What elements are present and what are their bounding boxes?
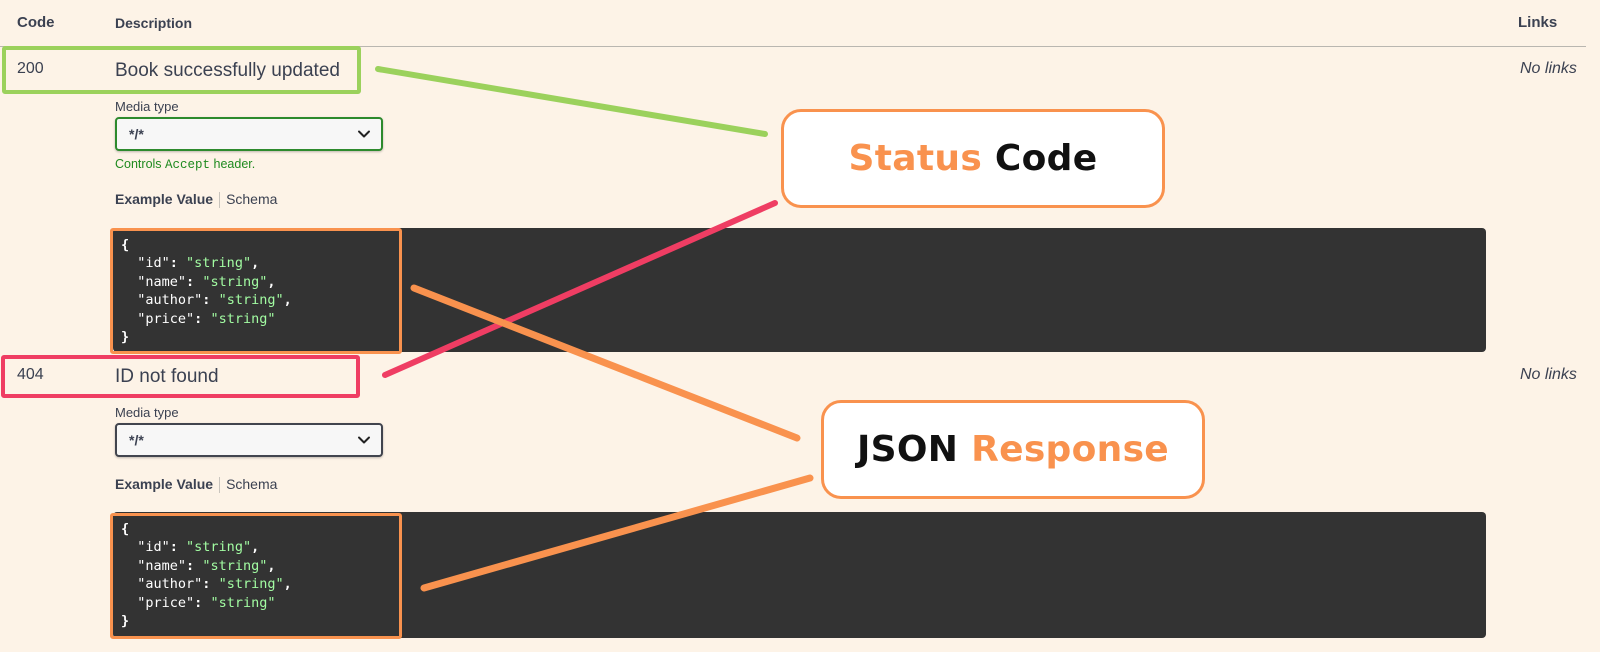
json-body-404: { "id": "string", "name": "string", "aut… — [121, 521, 292, 630]
example-tabs-404: Example Value Schema — [115, 476, 278, 494]
column-header-code: Code — [17, 14, 55, 31]
json-value-id: "string" — [186, 539, 252, 556]
highlight-box-status-404 — [1, 355, 360, 398]
response-description-200: Book successfully updated — [115, 60, 340, 81]
json-value-name: "string" — [202, 273, 268, 290]
callout-status-code: Status Code — [781, 109, 1165, 208]
json-key-id: "id" — [137, 255, 170, 272]
json-comma: , — [283, 576, 292, 593]
response-links-404: No links — [1520, 366, 1577, 383]
json-comma: , — [267, 273, 276, 290]
json-value-name: "string" — [202, 557, 268, 574]
callout-status-word: Status — [848, 138, 983, 179]
media-type-select-404[interactable]: */* — [115, 423, 383, 457]
connector-orange-bottom — [420, 474, 814, 592]
callout-json-response: JSON Response — [821, 400, 1205, 499]
json-value-price: "string" — [210, 594, 276, 611]
chevron-down-icon — [358, 130, 370, 138]
json-key-price: "price" — [137, 310, 195, 327]
highlight-box-json-404 — [110, 513, 402, 639]
tab-example-value-200[interactable]: Example Value — [115, 191, 214, 207]
json-value-id: "string" — [186, 255, 252, 272]
tab-separator — [219, 192, 221, 209]
json-open-brace: { — [121, 521, 130, 537]
json-value-price: "string" — [210, 310, 276, 327]
example-json-block-200: { "id": "string", "name": "string", "aut… — [113, 228, 1486, 352]
highlight-box-status-200 — [2, 46, 361, 94]
tab-schema-200[interactable]: Schema — [226, 191, 278, 207]
connector-red — [382, 200, 778, 378]
callout-json-word: JSON — [856, 429, 959, 470]
tab-separator — [219, 477, 221, 494]
media-type-value-404: */* — [129, 432, 144, 448]
highlight-box-json-200 — [110, 228, 402, 354]
json-body-200: { "id": "string", "name": "string", "aut… — [121, 237, 292, 346]
controls-suffix: header. — [213, 157, 256, 171]
media-type-value-200: */* — [129, 126, 144, 142]
column-header-description: Description — [115, 15, 193, 31]
media-type-select-200[interactable]: */* — [115, 117, 383, 151]
header-divider — [0, 46, 1586, 47]
json-close-brace: } — [121, 329, 130, 346]
response-code-200: 200 — [17, 60, 44, 77]
response-links-200: No links — [1520, 60, 1577, 77]
callout-code-word: Code — [994, 138, 1098, 179]
json-key-id: "id" — [137, 539, 170, 556]
connector-orange-top — [410, 284, 801, 442]
json-key-price: "price" — [137, 594, 195, 611]
tab-schema-404[interactable]: Schema — [226, 476, 278, 492]
media-type-label-404: Media type — [115, 405, 179, 420]
json-key-name: "name" — [137, 557, 187, 574]
json-close-brace: } — [121, 613, 130, 630]
callout-response-word: Response — [971, 429, 1170, 470]
chevron-down-icon — [358, 436, 370, 444]
json-key-author: "author" — [137, 292, 203, 309]
media-type-label-200: Media type — [115, 99, 179, 114]
json-comma: , — [267, 557, 276, 574]
json-value-author: "string" — [218, 292, 284, 309]
json-key-author: "author" — [137, 576, 203, 593]
response-code-404: 404 — [17, 366, 44, 383]
tab-example-value-404[interactable]: Example Value — [115, 476, 214, 492]
json-value-author: "string" — [218, 576, 284, 593]
controls-accept-code: Accept — [165, 158, 211, 172]
column-header-links: Links — [1518, 14, 1558, 31]
json-comma: , — [251, 539, 260, 556]
example-tabs-200: Example Value Schema — [115, 191, 278, 209]
json-open-brace: { — [121, 237, 130, 253]
connector-green — [375, 66, 768, 137]
controls-prefix: Controls — [115, 157, 162, 171]
example-json-block-404: { "id": "string", "name": "string", "aut… — [113, 512, 1486, 638]
response-description-404: ID not found — [115, 366, 219, 387]
json-comma: , — [251, 255, 260, 272]
json-key-name: "name" — [137, 273, 187, 290]
controls-accept-note: Controls Accept header. — [115, 157, 255, 172]
json-comma: , — [283, 292, 292, 309]
